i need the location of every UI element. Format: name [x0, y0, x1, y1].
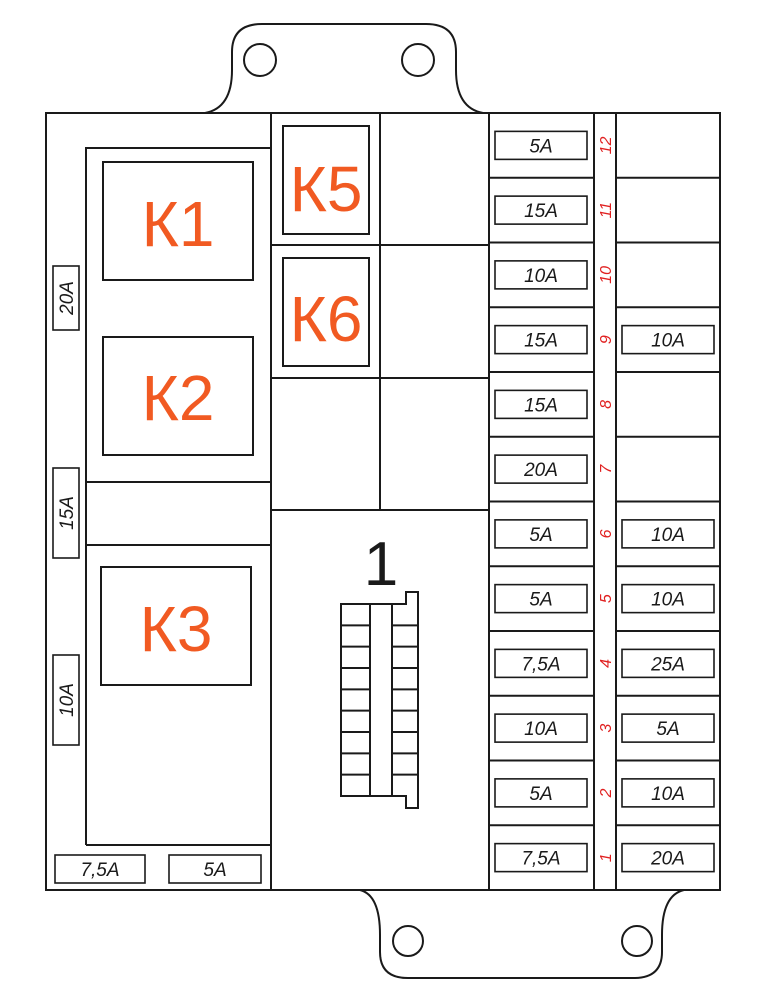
bottom-mounting-tab — [359, 889, 685, 979]
fuse-row-separators — [489, 176, 720, 827]
main-fuse: 5A — [494, 519, 588, 549]
relay-k1-label: К1 — [142, 188, 215, 260]
svg-text:10A: 10A — [651, 331, 685, 352]
slot-number: 10 — [598, 266, 615, 284]
main-fuse: 15A — [494, 324, 588, 355]
relay-k3-box — [100, 566, 252, 686]
right-fuse: 10A — [621, 519, 715, 549]
svg-text:5A: 5A — [203, 860, 226, 881]
svg-text:20A: 20A — [57, 281, 78, 316]
slot-number: 1 — [598, 853, 615, 862]
svg-text:5A: 5A — [529, 525, 552, 546]
svg-text:10A: 10A — [651, 784, 685, 805]
bottom-left-mount-hole — [392, 925, 424, 957]
svg-text:15A: 15A — [524, 201, 558, 222]
slot-number: 3 — [598, 724, 615, 733]
main-fuse: 10A — [494, 713, 588, 743]
svg-text:10A: 10A — [651, 525, 685, 546]
slot-number: 8 — [598, 400, 615, 409]
connector-block — [340, 591, 419, 809]
right-fuse: 20A — [621, 842, 715, 873]
slot-number: 12 — [598, 136, 615, 154]
relay-k2-box — [102, 336, 254, 456]
bottom-right-mount-hole — [621, 925, 653, 957]
slot-number: 6 — [598, 529, 615, 538]
bottom-fuse-5a: 5A — [168, 854, 262, 884]
svg-text:10A: 10A — [524, 266, 558, 287]
svg-text:15A: 15A — [524, 331, 558, 352]
right-fuse: 25A — [621, 648, 715, 679]
right-fuse: 10A — [621, 324, 715, 355]
main-fuse: 10A — [494, 260, 588, 290]
svg-text:5A: 5A — [529, 136, 552, 157]
left-fuse-20a: 20A — [52, 265, 80, 331]
svg-text:20A: 20A — [523, 460, 558, 481]
slot-number: 4 — [598, 659, 615, 668]
top-right-mount-hole — [401, 43, 435, 77]
svg-text:15A: 15A — [524, 395, 558, 416]
slot-number: 7 — [598, 464, 615, 474]
slot-number: 11 — [598, 202, 615, 219]
relay-k5-label: К5 — [290, 153, 363, 225]
relay-k3-label: К3 — [140, 593, 213, 665]
svg-text:5A: 5A — [529, 590, 552, 611]
main-fuse: 15A — [494, 389, 588, 420]
svg-text:10A: 10A — [57, 683, 78, 717]
svg-text:10A: 10A — [651, 590, 685, 611]
right-fuse: 5A — [621, 713, 715, 743]
relay-k6-box — [282, 257, 370, 367]
svg-text:15A: 15A — [57, 496, 78, 530]
main-fuse-column: 5A 15A 10A 15A 15A 20A 5A 5A 7,5A 10A 5A 7,5A — [494, 130, 588, 873]
svg-text:7,5A: 7,5A — [521, 849, 560, 870]
main-fuse: 7,5A — [494, 842, 588, 873]
slot-number-column: 12 11 10 9 8 7 6 5 4 3 2 1 — [598, 136, 615, 862]
relay-k1-box — [102, 161, 254, 281]
svg-text:7,5A: 7,5A — [80, 860, 119, 881]
svg-text:10A: 10A — [524, 719, 558, 740]
right-fuse: 10A — [621, 583, 715, 614]
right-fuse-column: 10A 10A 10A 25A 5A 10A 20A — [621, 324, 715, 873]
slot-number: 5 — [598, 594, 615, 603]
main-fuse: 5A — [494, 130, 588, 161]
relay-k2-label: К2 — [142, 362, 215, 434]
main-fuse: 5A — [494, 778, 588, 808]
slot-number: 9 — [598, 335, 615, 344]
svg-text:7,5A: 7,5A — [521, 654, 560, 675]
svg-text:5A: 5A — [656, 719, 679, 740]
slot-number: 2 — [598, 788, 615, 798]
main-fuse: 20A — [494, 454, 588, 484]
top-left-mount-hole — [243, 43, 277, 77]
svg-text:25A: 25A — [650, 654, 685, 675]
left-fuse-15a: 15A — [52, 467, 80, 559]
relay-k6-label: К6 — [290, 283, 363, 355]
svg-text:20A: 20A — [650, 849, 685, 870]
left-fuse-10a: 10A — [52, 654, 80, 746]
bottom-fuse-7-5a: 7,5A — [54, 854, 146, 884]
main-fuse: 15A — [494, 195, 588, 225]
relay-k5-box — [282, 125, 370, 235]
right-fuse: 10A — [621, 778, 715, 808]
main-fuse: 7,5A — [494, 648, 588, 679]
svg-text:5A: 5A — [529, 784, 552, 805]
main-fuse: 5A — [494, 583, 588, 614]
connector-label: 1 — [364, 530, 398, 599]
